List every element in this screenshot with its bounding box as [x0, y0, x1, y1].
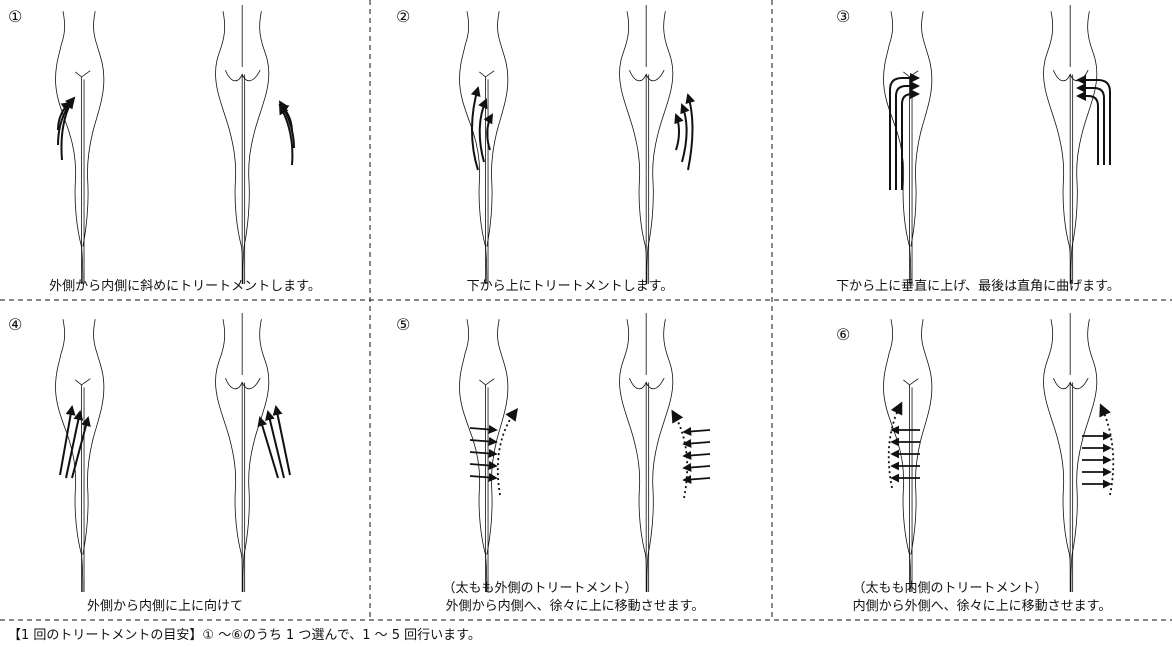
- footer-note: 【1 回のトリートメントの目安】① ～⑥のうち 1 つ選んで、1 ～ 5 回行い…: [8, 624, 481, 643]
- panel-number: ⑤: [396, 315, 410, 334]
- panel-number: ③: [836, 7, 850, 26]
- arrows-panel-1: [58, 98, 294, 165]
- panel-number: ④: [8, 315, 22, 334]
- caption: 下から上にトリートメントします。: [467, 279, 674, 294]
- caption-line-1: （太もも外側のトリートメント）: [442, 581, 637, 596]
- panel-number: ⑥: [836, 325, 850, 344]
- panel-2: ② 下から上にトリートメントします。: [396, 5, 693, 294]
- caption: 下から上に垂直に上げ、最後は直角に曲げます。: [836, 279, 1120, 294]
- panel-1: ① 外側から内側に斜めにトリートメントします。: [8, 5, 321, 294]
- arrows-panel-4: [60, 407, 290, 478]
- panel-4: ④ 外側から内側に上に向けて: [8, 313, 290, 614]
- panel-5: ⑤ （太もも外側のトリートメント） 外側から内側へ、徐々に上に移動させます。: [396, 313, 710, 614]
- caption-line-1: （太もも内側のトリートメント）: [852, 580, 1047, 596]
- arrows-panel-6: [889, 406, 1114, 495]
- panel-6: ⑥ （太もも内側のトリートメント） 内側から外側へ、徐々に上に移動させます。: [836, 313, 1113, 614]
- caption: 外側から内側に斜めにトリートメントします。: [49, 278, 321, 294]
- caption-line-2: 内側から外側へ、徐々に上に移動させます。: [853, 598, 1112, 614]
- caption-line-2: 外側から内側へ、徐々に上に移動させます。: [446, 598, 705, 614]
- caption: 外側から内側に上に向けて: [87, 598, 243, 614]
- panel-3: ③ 下から上に垂直に上げ、最後は直角に曲げます。: [836, 5, 1120, 294]
- panel-number: ①: [8, 7, 22, 26]
- panel-number: ②: [396, 7, 410, 26]
- arrows-panel-5: [470, 412, 710, 498]
